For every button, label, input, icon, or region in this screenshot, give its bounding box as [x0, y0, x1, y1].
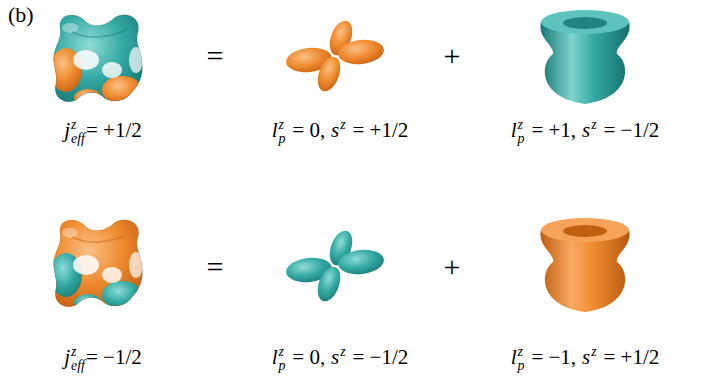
index-stack: z — [591, 345, 596, 373]
jeff-orbital — [50, 15, 143, 107]
label-text: = −1, — [531, 345, 576, 369]
subscript: p — [279, 359, 286, 373]
donut-orbital — [540, 10, 629, 104]
clover-orbital — [285, 228, 385, 305]
label-text: = −1/2 — [86, 345, 142, 369]
state-label: lzp= 0,sz= +1/2 — [272, 118, 409, 146]
subscript-spacer — [340, 132, 345, 146]
subscript-spacer — [591, 132, 596, 146]
label-text: = +1/2 — [353, 118, 409, 142]
equals-sign: = — [207, 250, 224, 283]
label-text: (b) — [8, 2, 34, 27]
label-text: s — [331, 345, 339, 369]
label-text: s — [582, 345, 590, 369]
subscript-spacer — [340, 359, 345, 373]
index-stack: zp — [279, 118, 286, 146]
label-text: l — [272, 118, 278, 142]
subscript: eff — [71, 359, 85, 373]
state-label: jzeff= −1/2 — [64, 345, 141, 373]
superscript: z — [518, 345, 525, 359]
label-text: = +1/2 — [86, 118, 142, 142]
subscript-spacer — [591, 359, 596, 373]
superscript: z — [518, 118, 525, 132]
superscript: z — [71, 345, 85, 359]
label-text: + — [444, 250, 461, 283]
label-text: s — [331, 118, 339, 142]
index-stack: zeff — [71, 118, 85, 146]
index-stack: zp — [279, 345, 286, 373]
state-label: jzeff= +1/2 — [64, 118, 141, 146]
jeff-orbital — [50, 220, 143, 312]
superscript: z — [340, 118, 345, 132]
plus-sign: + — [444, 39, 461, 72]
label-text: l — [511, 345, 517, 369]
state-label: lzp= +1,sz= −1/2 — [511, 118, 659, 146]
superscript: z — [279, 118, 286, 132]
label-text: = 0, — [292, 345, 325, 369]
index-stack: zp — [518, 345, 525, 373]
label-text: = −1/2 — [603, 118, 659, 142]
plus-sign: + — [444, 250, 461, 283]
index-stack: z — [591, 118, 596, 146]
index-stack: zeff — [71, 345, 85, 373]
label-text: l — [511, 118, 517, 142]
label-text: j — [64, 118, 70, 142]
label-text: = −1/2 — [353, 345, 409, 369]
label-text: j — [64, 345, 70, 369]
label-text: s — [582, 118, 590, 142]
panel-label: (b) — [8, 3, 34, 27]
donut-orbital — [540, 218, 629, 312]
label-text: + — [444, 39, 461, 72]
orbital-patches — [50, 228, 143, 312]
superscript: z — [591, 118, 596, 132]
orbital-patches — [50, 23, 143, 107]
equals-sign: = — [207, 39, 224, 72]
label-text: = +1, — [531, 118, 576, 142]
clover-orbital — [285, 18, 385, 95]
superscript: z — [279, 345, 286, 359]
label-text: = — [207, 39, 224, 72]
label-text: = 0, — [292, 118, 325, 142]
state-label: lzp= −1,sz= +1/2 — [511, 345, 659, 373]
index-stack: z — [340, 345, 345, 373]
superscript: z — [71, 118, 85, 132]
subscript: p — [518, 132, 525, 146]
label-text: = +1/2 — [603, 345, 659, 369]
subscript: p — [279, 132, 286, 146]
superscript: z — [591, 345, 596, 359]
subscript: eff — [71, 132, 85, 146]
index-stack: z — [340, 118, 345, 146]
state-label: lzp= 0,sz= −1/2 — [272, 345, 409, 373]
label-text: = — [207, 250, 224, 283]
superscript: z — [340, 345, 345, 359]
index-stack: zp — [518, 118, 525, 146]
label-text: l — [272, 345, 278, 369]
subscript: p — [518, 359, 525, 373]
